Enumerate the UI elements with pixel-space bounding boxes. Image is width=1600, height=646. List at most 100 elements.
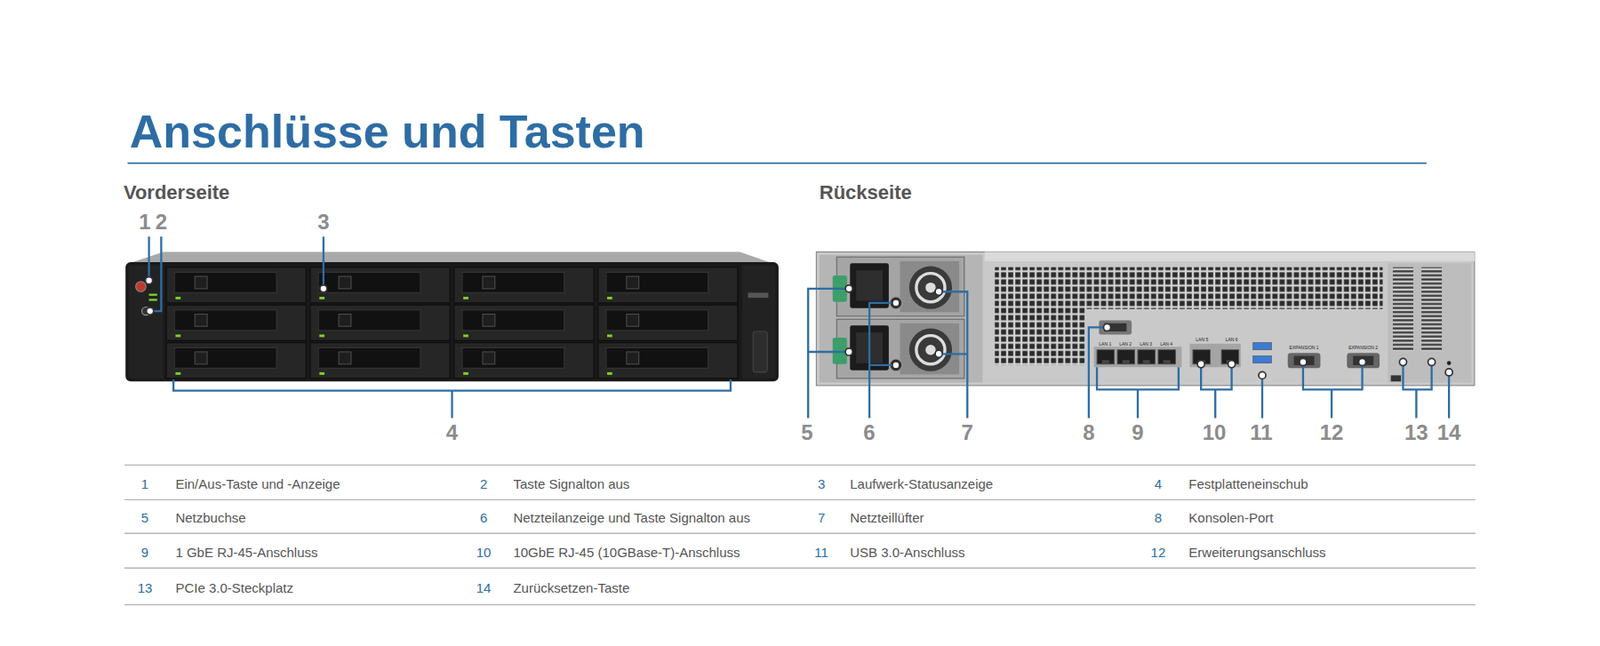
leader-dot (1428, 358, 1436, 366)
table-rule (124, 499, 1476, 501)
leader-dots (145, 277, 1454, 380)
leader-dot (320, 285, 328, 293)
front-chassis (125, 262, 779, 382)
psu-bay (819, 255, 984, 383)
table-cell: 10GbE RJ-45 (10GBase-T)-Anschluss (512, 544, 740, 559)
port-label: EXPANSION 1 (1289, 345, 1320, 351)
top-lid (129, 252, 773, 264)
subhead: Vorderseite (123, 183, 230, 203)
expansion-port (1346, 352, 1380, 368)
leader-dot (146, 307, 154, 315)
bracket (1096, 367, 1179, 418)
lan-block (1190, 344, 1241, 368)
leader-dot (1445, 368, 1453, 376)
drive-bay (166, 267, 306, 304)
leader-dot (935, 288, 943, 296)
table-number: 9 (141, 544, 149, 559)
leader-line (938, 291, 968, 418)
callout-number: 12 (1320, 422, 1344, 444)
rj45-port (1137, 350, 1156, 365)
drive-bay (310, 267, 450, 304)
table-cell: Konsolen-Port (1188, 510, 1273, 524)
lan-block (1094, 346, 1183, 368)
leader-dot (1399, 358, 1407, 366)
rj45-port (1158, 350, 1176, 365)
console-port (1098, 320, 1132, 335)
leader-dot (845, 285, 853, 293)
pcie-area (1387, 263, 1472, 383)
leader-dot (1197, 360, 1205, 368)
back-view (816, 252, 1474, 386)
expansion-port (1288, 352, 1321, 368)
table-number: 11 (814, 544, 829, 559)
callout-number: 9 (1131, 422, 1144, 444)
pcie-bracket (1421, 267, 1442, 352)
table-cell: Netzteillüfter (849, 510, 924, 524)
callout-number: 3 (317, 211, 329, 233)
usb-port (1253, 356, 1272, 364)
table-number: 14 (476, 581, 492, 595)
rj45-port (1096, 350, 1115, 365)
front-view (125, 252, 779, 383)
leader-dot (892, 361, 900, 369)
callout-number: 7 (961, 422, 974, 444)
leader-dot (1104, 323, 1112, 331)
port-panel (1084, 309, 1388, 384)
port-label: LAN 1 (1098, 341, 1112, 346)
power-button (136, 281, 146, 292)
drive-bay (166, 343, 306, 379)
drive-bay (310, 304, 450, 341)
table-cell: Ein/Aus-Taste und -Anzeige (175, 477, 340, 491)
expansion-port-inner (1294, 356, 1315, 366)
leader-dot (1258, 371, 1266, 379)
table-number: 13 (137, 581, 153, 595)
table-number: 1 (141, 477, 149, 491)
table-cell: Laufwerk-Statusanzeige (849, 477, 993, 491)
table-cell: Netzbuchse (175, 510, 246, 524)
leader-dot (935, 350, 943, 358)
table-number: 12 (1151, 544, 1167, 559)
bracket (1200, 364, 1232, 419)
table-cell: Erweiterungsanschluss (1188, 544, 1326, 559)
callout-number: 5 (800, 422, 813, 444)
leader-line (322, 236, 325, 289)
table-cell: Taste Signalton aus (512, 477, 630, 491)
drive-bay (454, 267, 594, 304)
port-label: LAN 2 (1119, 341, 1132, 346)
left-panel (128, 264, 164, 378)
port-label: LAN 3 (1139, 341, 1152, 346)
drive-bay (454, 304, 594, 341)
drive-bay (166, 304, 306, 341)
table-number: 10 (476, 544, 492, 559)
port-label: EXPANSION 2 (1348, 345, 1378, 351)
table-number: 7 (817, 510, 825, 524)
drive-bay (598, 343, 738, 379)
bracket (1402, 361, 1432, 418)
port-label: LAN 6 (1225, 337, 1239, 343)
drive-bay (598, 304, 738, 341)
port-label: LAN 5 (1195, 337, 1208, 343)
callout-number: 6 (863, 422, 875, 444)
callout-number: 1 (138, 211, 151, 233)
table-rules (124, 464, 1476, 605)
power-supply (832, 256, 965, 317)
reset-hole (1447, 360, 1452, 366)
leader-line (150, 236, 162, 312)
callout-number: 4 (446, 422, 458, 444)
table-cell: PCIe 3.0-Steckplatz (175, 581, 294, 595)
callout-number: 11 (1249, 422, 1272, 444)
status-led (149, 298, 158, 301)
table-cell: 1 GbE RJ-45-Anschluss (175, 544, 318, 559)
callout-number: 13 (1404, 422, 1429, 444)
usb-port (1253, 343, 1272, 351)
bracket (1303, 361, 1363, 418)
rj45-port (1117, 350, 1136, 365)
subhead: Rückseite (819, 183, 912, 203)
table-rule (124, 464, 1476, 466)
table-cell: Festplatteneinschub (1188, 477, 1308, 491)
table-number: 8 (1154, 510, 1162, 524)
top-strip (984, 252, 1475, 262)
table-rule (124, 533, 1476, 535)
leader-line (808, 288, 849, 419)
console-port-inner (1104, 323, 1127, 332)
